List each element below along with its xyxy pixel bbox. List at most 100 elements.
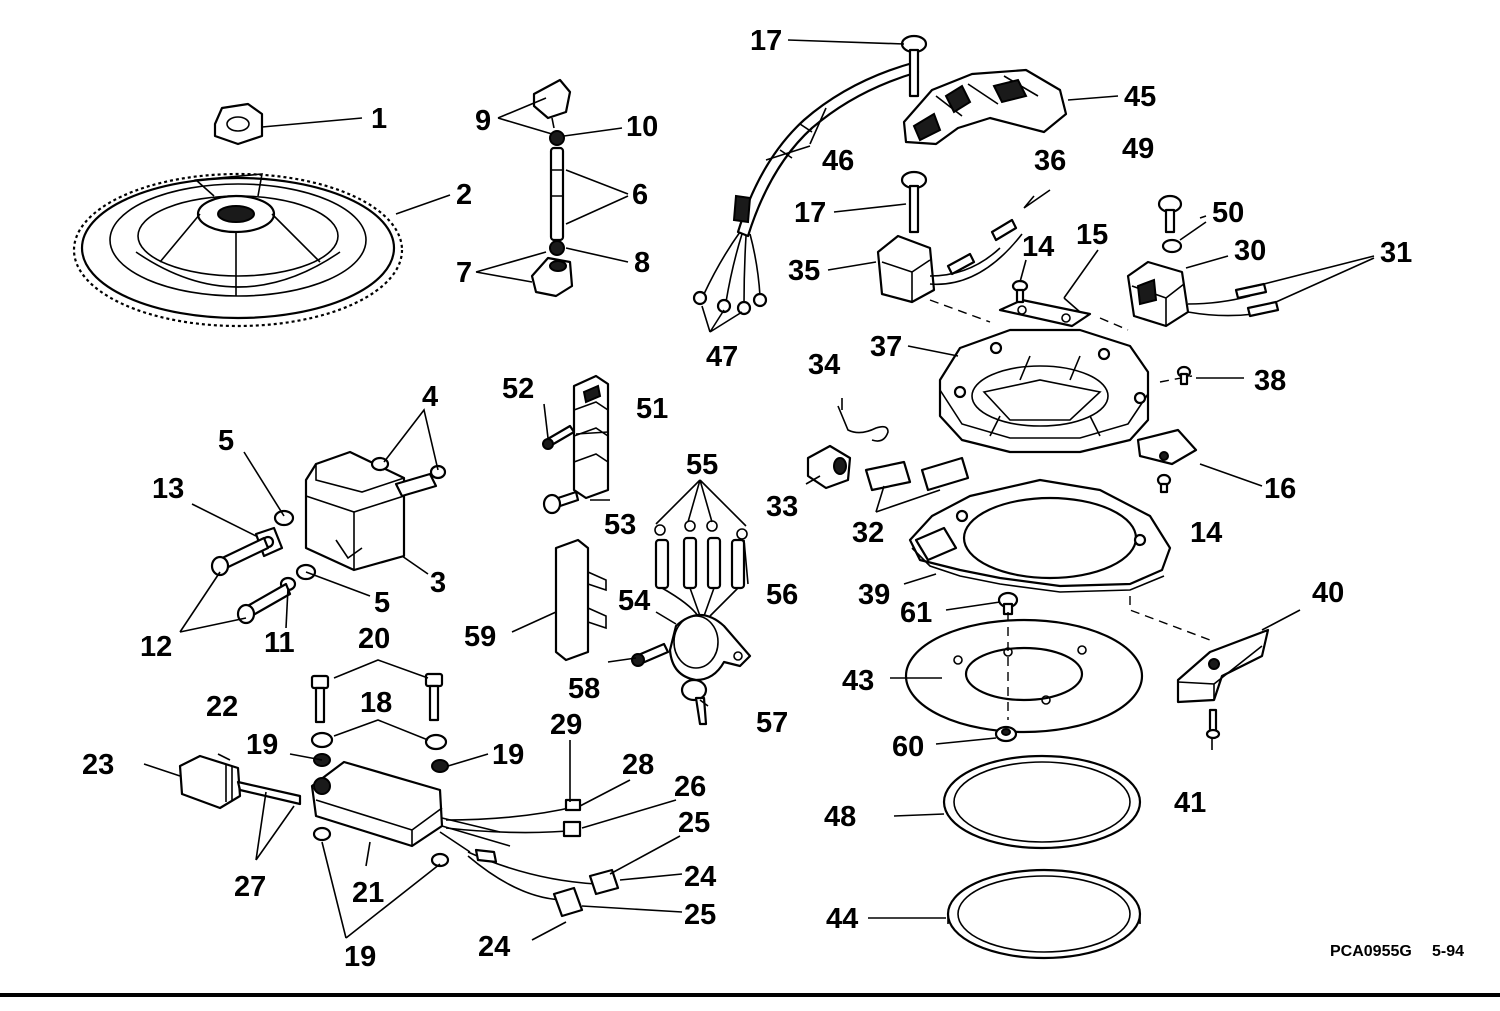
callout-12: 12	[140, 631, 172, 663]
rectifier-screw-57	[680, 678, 708, 726]
callout-20: 20	[358, 623, 390, 655]
stator-plate	[938, 328, 1150, 454]
wire-retainer-16	[1136, 428, 1198, 466]
callout-45: 45	[1124, 81, 1156, 113]
terminal-block-screw-52	[542, 424, 576, 450]
callout-51: 51	[636, 393, 668, 425]
sealing-ring	[942, 754, 1142, 850]
spark-plug-boot-upper	[532, 78, 572, 129]
callout-17b: 17	[794, 197, 826, 229]
callout-11: 11	[264, 627, 295, 659]
callout-25b: 25	[684, 899, 716, 931]
timer-base-sensor	[902, 68, 1068, 146]
callout-48: 48	[824, 801, 856, 833]
callout-46: 46	[822, 145, 854, 177]
sensor-screw-lower	[900, 170, 928, 234]
rectifier	[668, 613, 752, 682]
plate-screw	[997, 591, 1019, 616]
callout-35: 35	[788, 255, 820, 287]
charge-coil	[876, 218, 1023, 304]
callout-31: 31	[1380, 237, 1412, 269]
plate-nut	[994, 725, 1018, 743]
callout-58: 58	[568, 673, 600, 705]
support-plate	[904, 612, 1144, 734]
callout-54: 54	[618, 585, 650, 617]
callout-33: 33	[766, 491, 798, 523]
callout-27: 27	[234, 871, 266, 903]
terminal-upper	[549, 130, 565, 146]
flywheel-nut	[213, 102, 264, 146]
callout-39: 39	[858, 579, 890, 611]
callout-28: 28	[622, 749, 654, 781]
retainer-screw-14-lower	[1156, 473, 1172, 494]
callout-32: 32	[852, 517, 884, 549]
reference-code: PCA0955G	[1330, 943, 1412, 960]
retaining-ring	[946, 868, 1142, 960]
callout-50: 50	[1212, 197, 1244, 229]
callout-1: 1	[371, 103, 387, 135]
callout-10: 10	[626, 111, 658, 143]
terminal-lower	[549, 240, 565, 256]
callout-49: 49	[1122, 133, 1154, 165]
callout-30: 30	[1234, 235, 1266, 267]
callout-5a: 5	[218, 425, 234, 457]
rectifier-screw-58	[631, 642, 670, 667]
power-pack-screws	[310, 672, 444, 724]
spark-plug-boot-lower	[530, 256, 574, 298]
callout-6: 6	[632, 179, 648, 211]
callout-26: 26	[674, 771, 706, 803]
mounting-bracket	[554, 538, 607, 662]
callout-2: 2	[456, 179, 472, 211]
callout-55: 55	[686, 449, 718, 481]
callout-labels: 1 2 3 4 5 5 6 7 8 9 10 11 12 13 14 14 15…	[82, 25, 1412, 973]
revision-date: 5-94	[1432, 943, 1464, 960]
callout-34: 34	[808, 349, 840, 381]
leader-lines	[143, 39, 1375, 941]
callout-19b: 19	[492, 739, 524, 771]
callout-16: 16	[1264, 473, 1296, 505]
callout-57: 57	[756, 707, 788, 739]
callout-15: 15	[1076, 219, 1108, 251]
power-pack	[310, 760, 511, 853]
callout-52: 52	[502, 373, 534, 405]
assembly-dashes	[929, 299, 1211, 641]
callout-25a: 25	[678, 807, 710, 839]
callout-21: 21	[352, 877, 384, 909]
rectifier-leads	[654, 520, 748, 617]
terminal-block	[572, 374, 610, 500]
callout-24b: 24	[478, 931, 510, 963]
sensor-coil	[1126, 260, 1280, 328]
callout-9: 9	[475, 105, 491, 137]
callout-38: 38	[1254, 365, 1286, 397]
callout-59: 59	[464, 621, 496, 653]
wire-clip	[837, 405, 889, 442]
retainer-plate	[998, 298, 1092, 328]
pickup-washer	[1161, 238, 1183, 254]
retainer-screw	[1011, 279, 1029, 304]
callout-44: 44	[826, 903, 858, 935]
callout-14a: 14	[1022, 231, 1054, 263]
pickup-screw	[1157, 194, 1183, 234]
callout-3: 3	[430, 567, 446, 599]
callout-13: 13	[152, 473, 184, 505]
callout-4: 4	[422, 381, 438, 413]
callout-61: 61	[900, 597, 932, 629]
armature-plate	[908, 478, 1172, 593]
harness-wires	[445, 798, 620, 918]
callout-53: 53	[604, 509, 636, 541]
terminal-block-screw-53	[542, 490, 580, 515]
callout-47: 47	[706, 341, 738, 373]
ignition-coil	[304, 450, 438, 572]
ignition-wire	[549, 146, 565, 242]
callout-37: 37	[870, 331, 902, 363]
callout-14b: 14	[1190, 517, 1222, 549]
callout-36: 36	[1034, 145, 1066, 177]
callout-24a: 24	[684, 861, 716, 893]
coil-screws	[210, 536, 292, 625]
callout-8: 8	[634, 247, 650, 279]
timer-link	[1176, 628, 1270, 704]
callout-60: 60	[892, 731, 924, 763]
bushing	[806, 444, 852, 490]
flywheel	[72, 172, 404, 328]
